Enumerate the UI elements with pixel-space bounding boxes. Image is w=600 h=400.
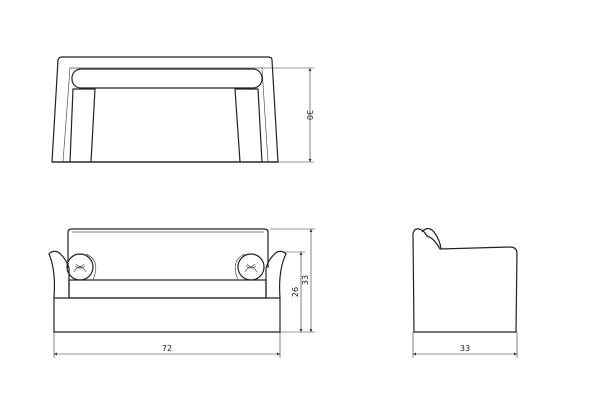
side-view: 33 [412, 227, 518, 358]
dimension-label-26: 26 [291, 287, 300, 297]
right-arm-front [265, 250, 287, 299]
left-arm-front [48, 250, 70, 299]
dimension-label-72: 72 [162, 344, 172, 353]
left-arm [69, 88, 96, 163]
base-skirt [53, 297, 281, 333]
front-view: 26 33 72 [48, 228, 315, 358]
bow-icon [244, 263, 258, 273]
top-view: 30 [51, 56, 314, 163]
back-cushion [71, 68, 263, 89]
dimension-label-33: 33 [301, 275, 310, 285]
seat-cushion [68, 279, 267, 299]
side-back-cushion [421, 227, 442, 250]
right-arm [234, 88, 263, 163]
top-inner-frame [62, 67, 269, 163]
dimension-label-30: 30 [305, 110, 314, 120]
dimension-label-side-33: 33 [460, 344, 470, 353]
top-outer-frame [51, 56, 279, 163]
bow-icon [73, 263, 87, 273]
left-bolster-pillow [66, 253, 97, 281]
right-bolster-pillow [234, 253, 265, 281]
backrest [67, 228, 269, 268]
side-profile [412, 228, 518, 333]
